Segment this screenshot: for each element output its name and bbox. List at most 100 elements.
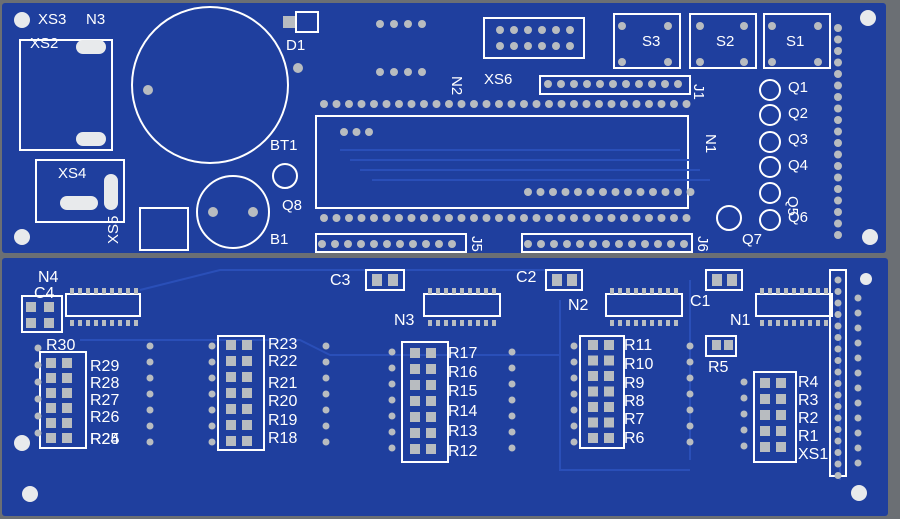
smd-pad — [604, 371, 614, 381]
pad — [620, 100, 628, 108]
smd-pad — [484, 320, 488, 326]
pad — [34, 344, 42, 352]
pad — [686, 422, 694, 430]
pad — [545, 214, 553, 222]
pad — [322, 422, 330, 430]
pad — [834, 127, 842, 136]
smd-pad — [46, 418, 56, 428]
pad — [834, 81, 842, 90]
smd-pad — [94, 320, 98, 326]
smd-pad — [588, 386, 598, 397]
silk-label-xs6: XS6 — [484, 71, 512, 88]
pad — [508, 380, 516, 388]
pad — [570, 390, 578, 398]
pad — [740, 22, 748, 30]
smd-pad — [78, 320, 82, 326]
pad — [854, 369, 862, 377]
silk-label-c4: C4 — [34, 285, 55, 302]
smd-pad — [436, 288, 440, 294]
pad — [549, 188, 557, 196]
pad — [563, 240, 571, 248]
smd-pad — [588, 433, 598, 443]
smd-pad — [102, 288, 106, 294]
silk-label-bt1: BT1 — [270, 137, 298, 154]
smd-pad — [792, 288, 796, 294]
pad — [582, 214, 591, 222]
smd-pad — [792, 320, 796, 326]
pad — [574, 188, 582, 196]
pad — [388, 444, 396, 452]
pad — [834, 426, 842, 433]
silk-label-n4: N4 — [38, 269, 59, 286]
xs5-outline — [139, 207, 189, 251]
pad — [322, 390, 330, 398]
silk-label-n2: N2 — [448, 76, 465, 95]
pad — [834, 196, 842, 205]
smd-pad — [604, 433, 614, 443]
smd-pad — [712, 274, 722, 286]
smd-pad — [134, 288, 138, 294]
pad — [340, 128, 348, 136]
pad — [34, 395, 42, 403]
smd-pad — [126, 320, 130, 326]
silk-label-n3: N3 — [86, 11, 105, 28]
smd-pad — [410, 428, 420, 438]
pad — [435, 240, 443, 248]
pad — [557, 214, 566, 222]
pad — [834, 116, 842, 124]
silk-label-r20: R20 — [268, 393, 297, 410]
smd-pad — [604, 340, 614, 350]
silk-label-j5: J5 — [468, 236, 485, 252]
smd-pad — [226, 356, 236, 366]
smd-pad — [674, 320, 678, 326]
pad — [854, 294, 862, 302]
pad — [376, 20, 384, 28]
smd-pad — [110, 320, 114, 326]
smd-pad — [618, 288, 622, 294]
c3-outline — [365, 269, 405, 291]
silk-label-q2: Q2 — [788, 105, 808, 122]
pad — [661, 188, 670, 196]
silk-label-r19: R19 — [268, 412, 297, 429]
pad — [495, 214, 503, 222]
smd-pad — [44, 318, 54, 328]
pad — [854, 444, 862, 452]
smd-pad — [226, 340, 236, 350]
pad — [768, 22, 776, 30]
smd-pad — [94, 288, 98, 294]
pad — [834, 368, 842, 376]
smd-pad — [760, 394, 770, 404]
pad — [740, 394, 748, 402]
pad — [674, 80, 682, 88]
smd-pad — [626, 288, 630, 294]
smd-pad — [436, 320, 440, 326]
pad — [834, 219, 842, 228]
pad — [331, 240, 339, 248]
smd-pad — [26, 318, 36, 328]
smd-pad — [784, 320, 788, 326]
smd-pad — [492, 288, 496, 294]
pad — [508, 428, 516, 436]
pad — [834, 104, 842, 113]
s2-outline — [689, 13, 757, 69]
smd-pad — [588, 355, 598, 366]
silk-label-r4: R4 — [798, 374, 819, 391]
pad — [570, 358, 578, 366]
smd-pad — [428, 320, 432, 326]
smd-pad — [658, 288, 662, 294]
pad — [510, 42, 518, 50]
smd-pad — [426, 380, 436, 390]
silk-label-xs5: XS5 — [105, 216, 122, 244]
pad — [552, 26, 560, 34]
pad — [834, 93, 842, 101]
pad — [740, 442, 748, 450]
d1-pad — [283, 16, 295, 28]
pad — [641, 240, 649, 248]
pad — [508, 412, 516, 420]
silk-label-d1: D1 — [286, 37, 305, 54]
pad — [854, 339, 862, 347]
smd-pad — [604, 386, 614, 397]
pad — [834, 35, 842, 44]
silk-label-r7: R7 — [624, 411, 645, 428]
